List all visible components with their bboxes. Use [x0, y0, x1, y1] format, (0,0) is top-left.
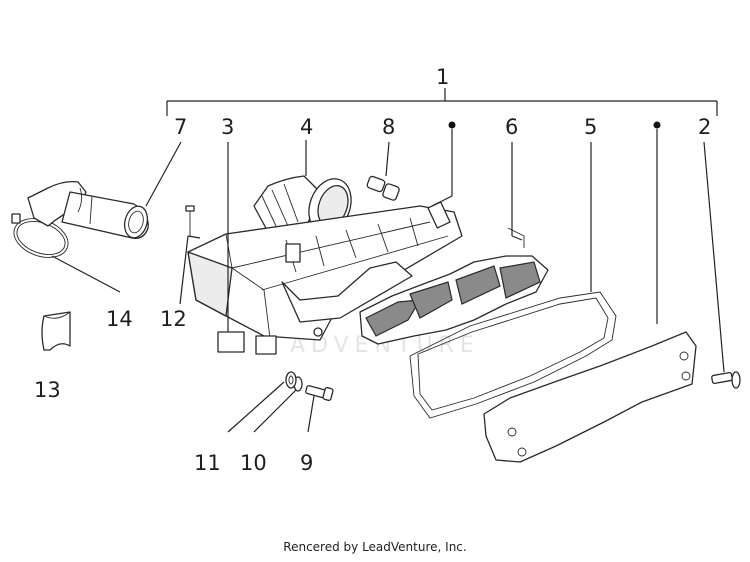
- callout-9: 9: [300, 451, 313, 475]
- screw-part-9: [305, 385, 334, 402]
- callout-1: 1: [436, 65, 449, 89]
- callout-13: 13: [34, 378, 61, 402]
- callout-11: 11: [194, 451, 221, 475]
- cover-plate-part: [483, 331, 697, 463]
- callout-12: 12: [160, 307, 187, 331]
- bolt-part-2: [711, 371, 741, 389]
- filter-element-part: [359, 227, 549, 345]
- group-bracket: [166, 88, 718, 116]
- callout-14: 14: [106, 307, 133, 331]
- callout-3: 3: [221, 115, 234, 139]
- bullet-marker: [448, 121, 456, 129]
- footer-credit: Rencered by LeadVenture, Inc.: [283, 540, 467, 554]
- air-box-housing-part: [187, 201, 463, 355]
- leader-lines: [51, 129, 725, 433]
- callout-2: 2: [698, 115, 711, 139]
- callout-4: 4: [300, 115, 313, 139]
- intake-duct-part: [27, 180, 149, 239]
- callout-7: 7: [174, 115, 187, 139]
- screw-part-12: [185, 205, 195, 236]
- callout-10: 10: [240, 451, 267, 475]
- callout-5: 5: [584, 115, 597, 139]
- bullet-marker: [653, 121, 661, 129]
- gasket-part: [409, 291, 617, 419]
- washer-part-11: [285, 371, 297, 389]
- callout-6: 6: [505, 115, 518, 139]
- grommet-part: [366, 175, 400, 201]
- callout-8: 8: [382, 115, 395, 139]
- rubber-bushing-part: [41, 311, 71, 351]
